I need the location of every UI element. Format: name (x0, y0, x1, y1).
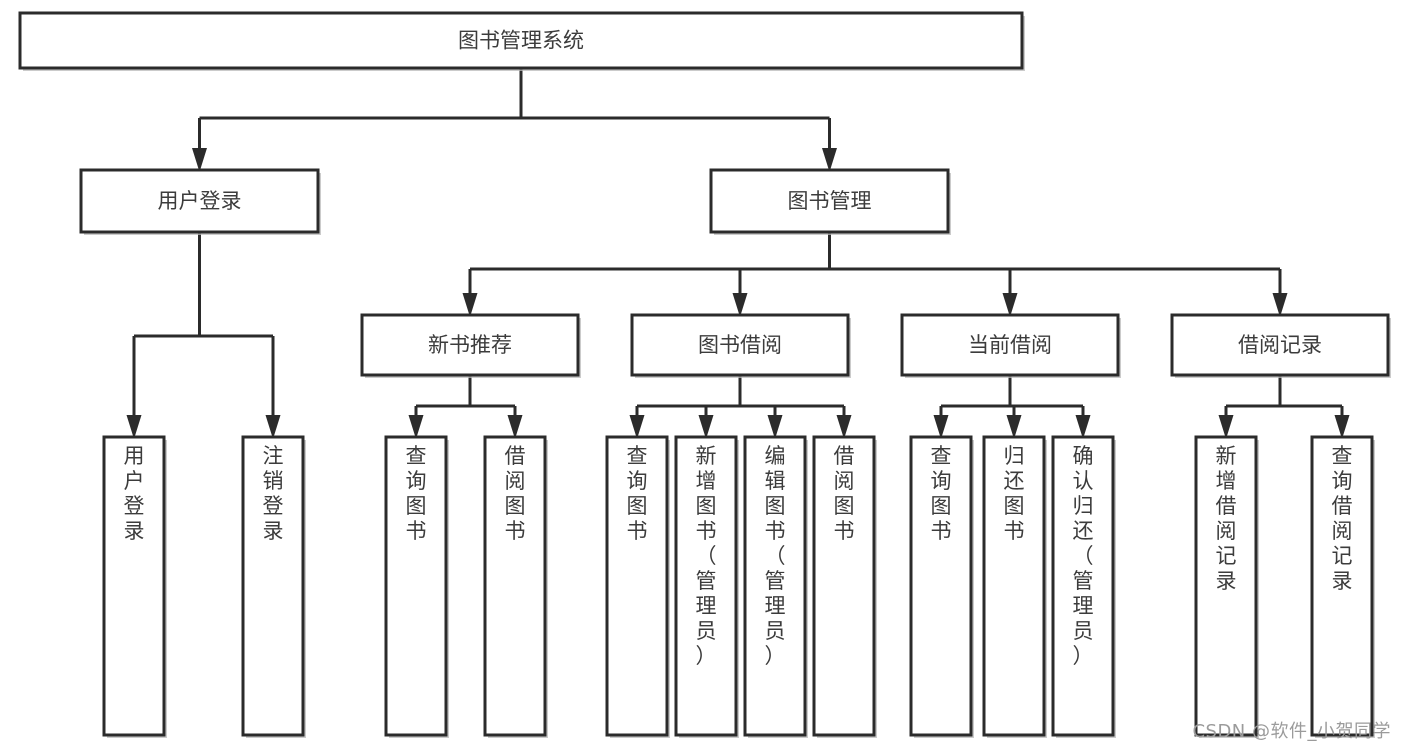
arrow-head-icon (1002, 293, 1018, 317)
arrow-head-icon (507, 415, 523, 439)
connector-group (629, 375, 852, 439)
arrow-head-icon (1075, 415, 1091, 439)
node-label: 注销登录 (263, 444, 284, 543)
node-label: 编辑图书（管理员） (765, 444, 786, 668)
connectors-layer (126, 68, 1350, 439)
node-box[interactable] (909, 435, 973, 737)
arrow-head-icon (732, 293, 748, 317)
node-label: 图书管理 (788, 189, 872, 213)
node-n-user-login[interactable]: 用户登录 (79, 168, 321, 235)
node-n-l-query-book-1[interactable]: 查询图书 (384, 435, 449, 738)
node-label: 新增图书（管理员） (696, 444, 717, 668)
node-label: 借阅图书 (505, 444, 526, 543)
node-box[interactable] (18, 11, 1024, 70)
node-box[interactable] (102, 435, 166, 737)
node-box[interactable] (605, 435, 669, 737)
node-box[interactable] (241, 435, 305, 737)
node-n-l-add-book[interactable]: 新增图书（管理员） (674, 435, 739, 738)
arrow-head-icon (629, 415, 645, 439)
node-n-l-query-book-2[interactable]: 查询图书 (605, 435, 670, 738)
node-n-new-book-rec[interactable]: 新书推荐 (360, 313, 581, 378)
node-n-borrow-record[interactable]: 借阅记录 (1170, 313, 1391, 378)
node-label: 用户登录 (124, 444, 145, 543)
node-box[interactable] (982, 435, 1046, 737)
node-label: 当前借阅 (968, 333, 1052, 357)
arrow-head-icon (767, 415, 783, 439)
node-n-l-borrow-book-2[interactable]: 借阅图书 (812, 435, 877, 738)
connector-group (192, 68, 837, 172)
node-n-l-borrow-book-1[interactable]: 借阅图书 (483, 435, 548, 738)
node-label: 新增借阅记录 (1216, 444, 1237, 593)
node-box[interactable] (79, 168, 320, 234)
node-box[interactable] (630, 313, 850, 377)
node-label: 图书借阅 (698, 333, 782, 357)
arrow-head-icon (836, 415, 852, 439)
node-label: 借阅记录 (1238, 333, 1322, 357)
node-box[interactable] (384, 435, 448, 737)
node-box[interactable] (674, 435, 738, 737)
arrow-head-icon (265, 415, 281, 439)
nodes-layer: 图书管理系统用户登录图书管理新书推荐图书借阅当前借阅借阅记录用户登录注销登录查询… (18, 11, 1391, 738)
node-n-l-return-book[interactable]: 归还图书 (982, 435, 1047, 738)
node-n-leaf-logout[interactable]: 注销登录 (241, 435, 306, 738)
arrow-head-icon (698, 415, 714, 439)
node-n-book-borrow[interactable]: 图书借阅 (630, 313, 851, 378)
connector-group (408, 375, 523, 439)
node-box[interactable] (709, 168, 950, 234)
arrow-head-icon (933, 415, 949, 439)
node-box[interactable] (812, 435, 876, 737)
node-box[interactable] (743, 435, 807, 737)
node-box[interactable] (1051, 435, 1115, 737)
connector-group (933, 375, 1091, 439)
node-box[interactable] (900, 313, 1120, 377)
node-box[interactable] (360, 313, 580, 377)
arrow-head-icon (408, 415, 424, 439)
node-label: 图书管理系统 (458, 29, 584, 53)
node-label: 确认归还（管理员） (1073, 444, 1094, 668)
node-n-book-manage[interactable]: 图书管理 (709, 168, 951, 235)
node-box[interactable] (483, 435, 547, 737)
node-n-leaf-user-login[interactable]: 用户登录 (102, 435, 167, 738)
connector-group (462, 232, 1288, 317)
node-n-l-edit-book[interactable]: 编辑图书（管理员） (743, 435, 808, 738)
node-n-root[interactable]: 图书管理系统 (18, 11, 1025, 71)
arrow-head-icon (1272, 293, 1288, 317)
node-box[interactable] (1194, 435, 1258, 737)
node-n-l-confirm-return[interactable]: 确认归还（管理员） (1051, 435, 1116, 738)
node-label: 查询图书 (406, 444, 427, 543)
node-label: 归还图书 (1004, 444, 1025, 543)
connector-group (1218, 375, 1350, 439)
arrow-head-icon (1006, 415, 1022, 439)
arrow-head-icon (462, 293, 478, 317)
node-box[interactable] (1170, 313, 1390, 377)
connector-group (126, 232, 281, 439)
node-label: 借阅图书 (834, 444, 855, 543)
node-n-l-query-book-3[interactable]: 查询图书 (909, 435, 974, 738)
arrow-head-icon (1334, 415, 1350, 439)
arrow-head-icon (822, 148, 837, 172)
node-label: 查询图书 (627, 444, 648, 543)
arrow-head-icon (1218, 415, 1234, 439)
node-n-current-borrow[interactable]: 当前借阅 (900, 313, 1121, 378)
node-box[interactable] (1310, 435, 1374, 737)
node-n-l-add-record[interactable]: 新增借阅记录 (1194, 435, 1259, 738)
arrow-head-icon (192, 148, 207, 172)
node-label: 新书推荐 (428, 333, 512, 357)
arrow-head-icon (126, 415, 142, 439)
node-label: 查询图书 (931, 444, 952, 543)
node-label: 用户登录 (158, 189, 242, 213)
node-label: 查询借阅记录 (1332, 444, 1353, 593)
node-n-l-query-record[interactable]: 查询借阅记录 (1310, 435, 1375, 738)
